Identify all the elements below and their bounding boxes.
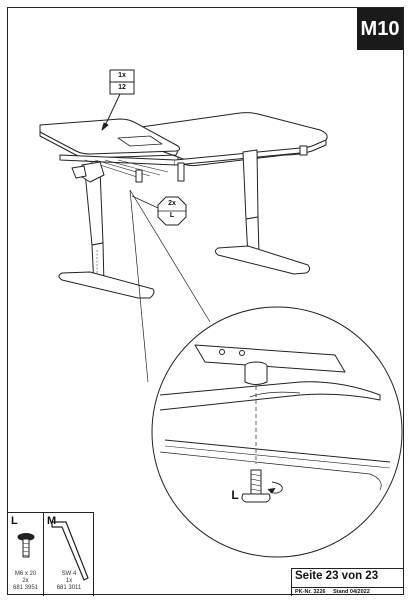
parts-table: L M6 x 20 2x 681 3951 M SW 4 1x 681 3011 xyxy=(8,512,94,596)
screw-icon xyxy=(17,533,35,558)
control-bracket xyxy=(71,161,105,183)
parts-table-item-m: M SW 4 1x 681 3011 xyxy=(44,513,94,596)
part-details: SW 4 1x 681 3011 xyxy=(44,571,94,592)
detail-circle xyxy=(151,306,403,558)
part-quantity: 2x xyxy=(22,578,29,584)
panel-quantity-label: 1x xyxy=(118,72,126,79)
page-footer: Seite 23 von 23 PK-Nr. 3226 Stand 04/202… xyxy=(291,568,404,596)
part-letter: M xyxy=(47,515,57,527)
panel-callout-arrow xyxy=(103,93,121,129)
part-size: M6 x 20 xyxy=(14,571,37,577)
detail-leader-top xyxy=(129,189,211,323)
panel-part-number: 12 xyxy=(118,84,126,91)
parts-table-item-l: L M6 x 20 2x 681 3951 xyxy=(8,513,44,596)
detail-screw-letter: L xyxy=(231,488,239,502)
allen-key-icon xyxy=(51,521,89,581)
left-leg xyxy=(58,169,155,299)
footer-meta: PK-Nr. 3226 Stand 04/2022 xyxy=(292,587,404,596)
screw-callout-quantity: 2x xyxy=(168,200,176,207)
right-leg xyxy=(215,149,311,275)
part-quantity: 1x xyxy=(65,578,73,584)
part-article: 681 3011 xyxy=(56,585,82,591)
part-article: 681 3951 xyxy=(12,585,39,591)
page-frame xyxy=(7,7,404,595)
revision-date: Stand 04/2022 xyxy=(333,589,370,595)
detail-leader-bottom xyxy=(129,189,149,383)
detail-view xyxy=(159,344,391,503)
step-badge: M10 xyxy=(357,8,403,50)
part-details: M6 x 20 2x 681 3951 xyxy=(8,571,43,592)
screw-callout-letter: L xyxy=(169,212,175,219)
part-letter: L xyxy=(11,515,18,527)
part-size: SW 4 xyxy=(61,571,77,577)
part-box-top xyxy=(109,81,135,95)
page-number: Seite 23 von 23 xyxy=(295,570,379,582)
article-number: PK-Nr. 3226 xyxy=(295,589,326,595)
desk-frame xyxy=(59,145,308,183)
